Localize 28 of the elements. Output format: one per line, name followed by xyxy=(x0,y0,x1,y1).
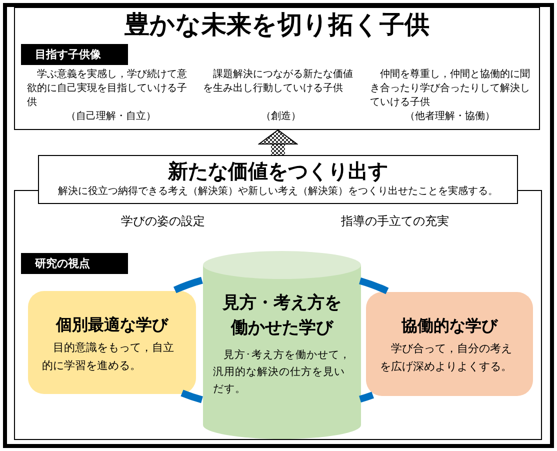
box-text: 学び合って，自分の考えを広げ深めよりよくする。 xyxy=(380,341,513,375)
title-heading: 豊かな未来を切り拓く子供 xyxy=(124,9,430,41)
box-heading: 協働的な学び xyxy=(400,316,500,336)
label-text: 指導の手立ての充実 xyxy=(340,213,450,230)
box-heading: 新たな価値をつくり出す xyxy=(166,158,389,184)
ring-arc xyxy=(358,277,389,294)
box-heading: 見方・考え方を働かせた学び xyxy=(221,292,342,340)
box-text: 見方･考え方を働かせて，汎用的な解決の仕方を見いだす。 xyxy=(213,348,351,397)
arrow xyxy=(258,130,298,155)
keyword-text: （創造） xyxy=(260,110,302,124)
box-text: 解決に役立つ納得できる考え（解決策）や新しい考え（解決策）をつくり出せたことを実感する。 xyxy=(57,185,499,199)
box-text: 目的意識をもって，自立的に学習を進める。 xyxy=(42,340,175,374)
result-box xyxy=(38,155,518,204)
rounded-box xyxy=(28,291,196,394)
section-tag: 目指す子供像 xyxy=(21,44,128,65)
description-text: 課題解決につながる新たな価値を生み出し行動していける子供 xyxy=(203,68,354,96)
description-text: 学ぶ意義を実感し，学び続けて意欲的に自己実現を目指していける子供 xyxy=(27,68,188,110)
box-heading: 個別最適な学び xyxy=(54,315,170,335)
keyword-text: （自己理解・自立） xyxy=(65,110,157,124)
label-text: 学びの姿の設定 xyxy=(120,213,206,230)
ring-arc xyxy=(174,276,203,294)
rounded-box xyxy=(366,292,533,396)
ring-arc xyxy=(359,392,374,403)
ring-arc xyxy=(180,390,203,404)
description-text: 仲間を尊重し，仲間と協働的に聞き合ったり学び合ったりして解決していける子供 xyxy=(370,68,530,110)
keyword-text: （他者理解・協働） xyxy=(404,110,496,124)
section-tag: 研究の視点 xyxy=(21,253,128,274)
frame-box xyxy=(14,7,540,130)
